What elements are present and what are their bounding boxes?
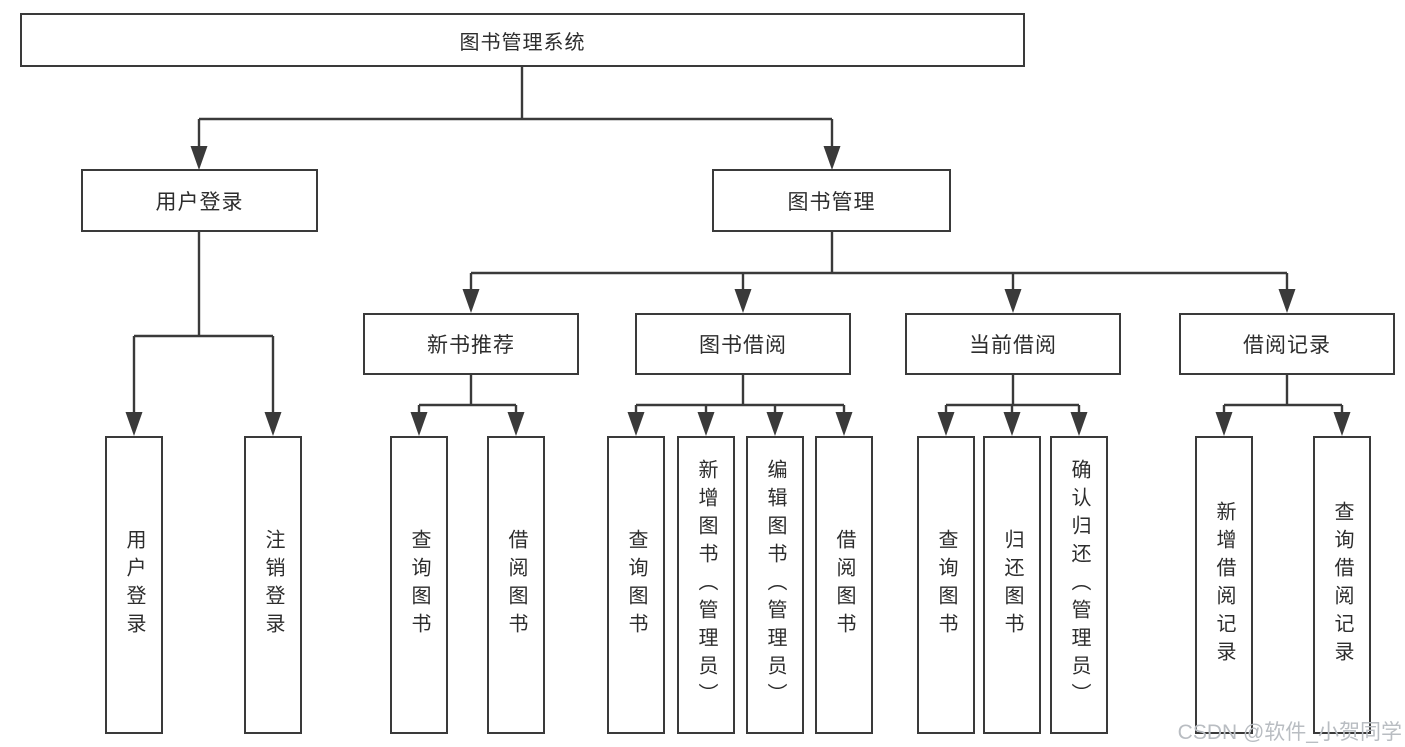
leaf-label: 新增图书（管理员） xyxy=(695,459,717,711)
leaf-logout: 注销登录 xyxy=(244,436,302,734)
leaf-label: 查询图书 xyxy=(935,529,957,641)
connector-book-mgmt-children xyxy=(469,232,1289,295)
leaf-recommend-query-books: 查询图书 xyxy=(390,436,448,734)
csdn-watermark: CSDN @软件_小贺同学 xyxy=(1177,721,1402,744)
leaf-label: 借阅图书 xyxy=(833,529,855,641)
leaf-user-login: 用户登录 xyxy=(105,436,163,734)
leaf-label: 查询图书 xyxy=(408,529,430,641)
leaf-label: 新增借阅记录 xyxy=(1213,501,1235,669)
leaf-add-borrow-record: 新增借阅记录 xyxy=(1195,436,1253,734)
node-book-management: 图书管理 xyxy=(712,169,951,232)
leaf-query-borrow-record: 查询借阅记录 xyxy=(1313,436,1371,734)
leaf-label: 编辑图书（管理员） xyxy=(764,459,786,711)
leaf-recommend-borrow-books: 借阅图书 xyxy=(487,436,545,734)
connector-book-borrow-children xyxy=(634,375,846,418)
leaf-add-books-admin: 新增图书（管理员） xyxy=(677,436,735,734)
leaf-borrowing-query-books: 查询图书 xyxy=(607,436,665,734)
node-book-borrowing: 图书借阅 xyxy=(635,313,851,375)
leaf-label: 确认归还（管理员） xyxy=(1068,459,1090,711)
leaf-label: 归还图书 xyxy=(1001,529,1023,641)
node-current-borrowing: 当前借阅 xyxy=(905,313,1121,375)
node-user-login: 用户登录 xyxy=(81,169,318,232)
leaf-borrowing-borrow-books: 借阅图书 xyxy=(815,436,873,734)
node-borrowing-records: 借阅记录 xyxy=(1179,313,1395,375)
leaf-confirm-return-admin: 确认归还（管理员） xyxy=(1050,436,1108,734)
connector-new-book-rec-children xyxy=(417,375,518,418)
leaf-label: 注销登录 xyxy=(262,529,284,641)
connector-user-login-children xyxy=(132,232,275,418)
connector-root-to-level2 xyxy=(197,67,834,152)
leaf-label: 查询借阅记录 xyxy=(1331,501,1353,669)
leaf-label: 查询图书 xyxy=(625,529,647,641)
node-root-title: 图书管理系统 xyxy=(20,13,1025,67)
leaf-label: 借阅图书 xyxy=(505,529,527,641)
node-new-book-recommend: 新书推荐 xyxy=(363,313,579,375)
leaf-edit-books-admin: 编辑图书（管理员） xyxy=(746,436,804,734)
leaf-current-query-books: 查询图书 xyxy=(917,436,975,734)
connector-cur-borrow-children xyxy=(944,375,1081,418)
connector-borrow-rec-children xyxy=(1222,375,1344,418)
leaf-return-books: 归还图书 xyxy=(983,436,1041,734)
leaf-label: 用户登录 xyxy=(123,529,145,641)
